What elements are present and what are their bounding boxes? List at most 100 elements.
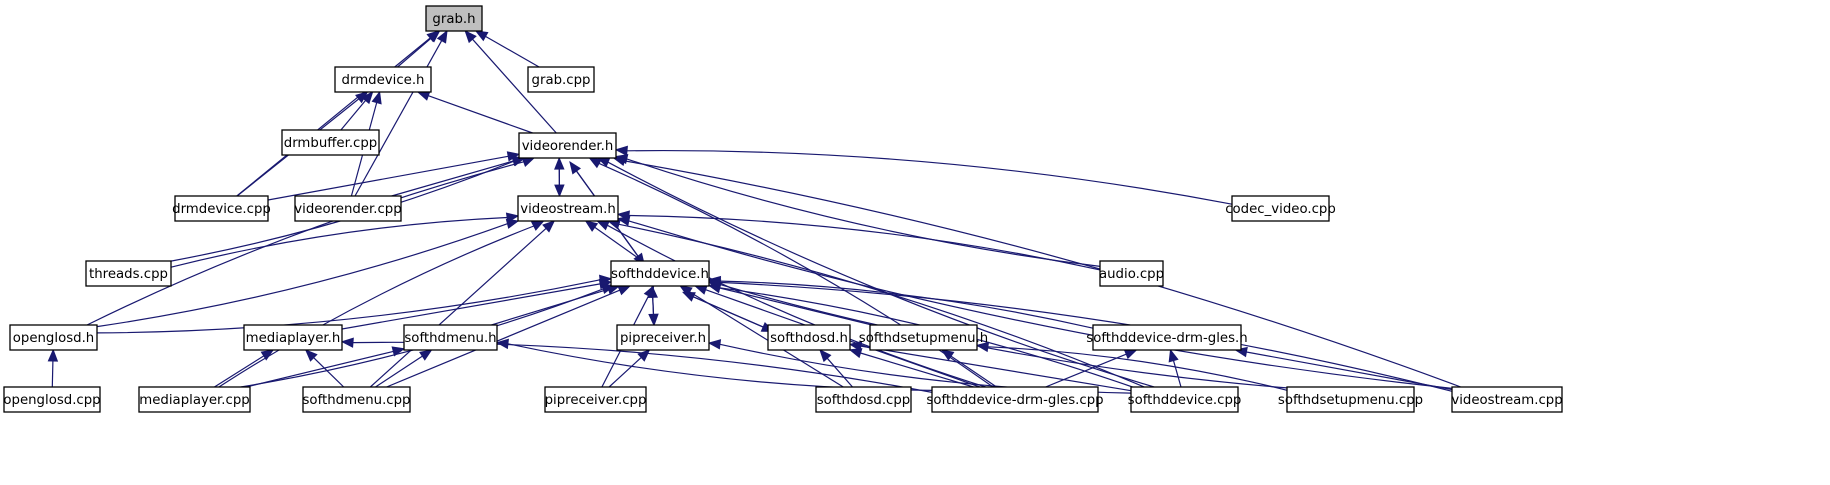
node-box bbox=[138, 386, 251, 413]
edge-line bbox=[86, 161, 524, 326]
arrowhead-icon bbox=[940, 349, 955, 361]
arrowhead-icon bbox=[554, 184, 565, 198]
node-mediaplayer-h[interactable]: mediaplayer.h bbox=[243, 324, 343, 351]
edge-line bbox=[950, 355, 997, 388]
node-label: codec_video.cpp bbox=[1225, 202, 1336, 217]
edge-line bbox=[485, 35, 540, 68]
arrowhead-icon bbox=[612, 155, 627, 167]
arrowhead-icon bbox=[707, 339, 722, 350]
arrowhead-icon bbox=[637, 349, 651, 362]
node-videorender-cpp[interactable]: videorender.cpp bbox=[294, 195, 402, 222]
nodes-layer: grab.h drmdevice.h grab.cpp drmbuffer.cpp vi… bbox=[3, 5, 1563, 413]
edge-line bbox=[218, 225, 535, 388]
node-box bbox=[517, 195, 619, 222]
node-label: softhddevice-drm-gles.h bbox=[1086, 331, 1247, 346]
edge-line bbox=[719, 287, 873, 326]
node-softhddevice-h[interactable]: softhddevice.h bbox=[610, 260, 710, 287]
node-label: softhdmenu.cpp bbox=[303, 393, 411, 408]
edge-softhdosd_cpp-to-softhdosd_h bbox=[819, 349, 853, 388]
node-grab-cpp[interactable]: grab.cpp bbox=[527, 66, 595, 93]
node-label: openglosd.cpp bbox=[3, 393, 100, 408]
edge-line bbox=[1246, 351, 1453, 391]
node-label: softhdosd.cpp bbox=[817, 393, 911, 408]
edge-videorender_h-to-drmdevice_h bbox=[416, 90, 533, 134]
arrowhead-icon bbox=[371, 90, 382, 105]
node-openglosd-cpp[interactable]: openglosd.cpp bbox=[3, 386, 101, 413]
node-softhdmenu-cpp[interactable]: softhdmenu.cpp bbox=[302, 386, 411, 413]
edge-line bbox=[96, 223, 508, 328]
edge-line bbox=[860, 352, 974, 388]
edge-drmdevice_cpp-to-grab_h bbox=[236, 30, 440, 197]
edge-line bbox=[391, 160, 514, 197]
edge-softhdosd_cpp-to-softhddevice_h bbox=[679, 285, 844, 388]
node-softhdmenu-h[interactable]: softhdmenu.h bbox=[403, 324, 498, 351]
node-threads-cpp[interactable]: threads.cpp bbox=[85, 260, 172, 287]
node-softhdosd-h[interactable]: softhdosd.h bbox=[767, 324, 851, 351]
edge-line bbox=[51, 360, 54, 388]
arrowhead-icon bbox=[542, 220, 556, 233]
edge-line bbox=[507, 343, 933, 391]
arrowhead-icon bbox=[47, 348, 59, 362]
edge-line bbox=[245, 350, 394, 388]
node-box bbox=[281, 129, 380, 156]
node-codec-video-cpp[interactable]: codec_video.cpp bbox=[1225, 195, 1336, 222]
node-box bbox=[767, 324, 851, 351]
edge-mediaplayer_h-to-softhddevice_h bbox=[341, 278, 613, 330]
edge-line bbox=[719, 281, 1453, 392]
edge-videostream_cpp-to-videostream_h bbox=[616, 215, 1453, 389]
arrowhead-icon bbox=[436, 29, 448, 44]
node-videostream-h[interactable]: videostream.h bbox=[517, 195, 619, 222]
node-label: softhddevice.cpp bbox=[1128, 393, 1242, 408]
node-softhdsetupmenu-cpp[interactable]: softhdsetupmenu.cpp bbox=[1278, 386, 1423, 413]
arrowhead-icon bbox=[848, 348, 863, 359]
edge-line bbox=[618, 223, 1145, 388]
node-videostream-cpp[interactable]: videostream.cpp bbox=[1451, 386, 1563, 413]
node-label: mediaplayer.cpp bbox=[139, 393, 249, 408]
edge-openglosd_h-to-videostream_h bbox=[96, 218, 520, 328]
node-mediaplayer-cpp[interactable]: mediaplayer.cpp bbox=[138, 386, 251, 413]
edge-line bbox=[628, 220, 1453, 389]
edge-softhddevice_drm_gles_cpp-to-videorender_h bbox=[588, 157, 994, 388]
edge-pipreceiver_cpp-to-pipreceiver_h bbox=[608, 349, 651, 388]
edge-softhddevice_drm_gles_cpp-to-softhdosd_h bbox=[848, 348, 974, 388]
node-box bbox=[334, 66, 432, 93]
node-box bbox=[527, 66, 595, 93]
edge-softhddevice_cpp-to-videostream_h bbox=[607, 219, 1145, 388]
node-softhddevice-drm-gles-cpp[interactable]: softhddevice-drm-gles.cpp bbox=[926, 386, 1104, 413]
arrowhead-icon bbox=[355, 91, 369, 104]
node-softhdosd-cpp[interactable]: softhdosd.cpp bbox=[815, 386, 912, 413]
node-drmdevice-h[interactable]: drmdevice.h bbox=[334, 66, 432, 93]
arrowhead-icon bbox=[588, 157, 603, 169]
edge-softhdmenu_cpp-to-softhdmenu_h bbox=[375, 349, 433, 388]
node-pipreceiver-cpp[interactable]: pipreceiver.cpp bbox=[544, 386, 647, 413]
node-label: pipreceiver.cpp bbox=[545, 393, 647, 408]
node-softhddevice-cpp[interactable]: softhddevice.cpp bbox=[1128, 386, 1242, 413]
edge-line bbox=[624, 160, 1462, 388]
node-softhdsetupmenu-h[interactable]: softhdsetupmenu.h bbox=[859, 324, 988, 351]
node-drmdevice-cpp[interactable]: drmdevice.cpp bbox=[172, 195, 271, 222]
node-box bbox=[1099, 260, 1164, 287]
arrowhead-icon bbox=[530, 220, 545, 231]
node-audio-cpp[interactable]: audio.cpp bbox=[1099, 260, 1164, 287]
node-box bbox=[1130, 386, 1239, 413]
node-box bbox=[3, 386, 101, 413]
edge-line bbox=[1172, 360, 1182, 388]
node-openglosd-h[interactable]: openglosd.h bbox=[9, 324, 98, 351]
node-videorender-h[interactable]: videorender.h bbox=[518, 132, 617, 159]
edge-line bbox=[375, 355, 423, 388]
edge-line bbox=[96, 279, 601, 334]
node-box bbox=[85, 260, 172, 287]
node-softhddevice-drm-gles-h[interactable]: softhddevice-drm-gles.h bbox=[1086, 324, 1248, 351]
edge-videorender_cpp-to-grab_h bbox=[354, 29, 448, 197]
edge-line bbox=[628, 214, 1101, 271]
node-pipreceiver-h[interactable]: pipreceiver.h bbox=[616, 324, 710, 351]
node-box bbox=[403, 324, 498, 351]
node-drmbuffer-cpp[interactable]: drmbuffer.cpp bbox=[281, 129, 380, 156]
node-label: softhdmenu.h bbox=[404, 331, 496, 346]
node-label: grab.h bbox=[432, 12, 475, 27]
edge-line bbox=[719, 283, 1288, 389]
edge-videorender_h-to-grab_h bbox=[464, 30, 557, 134]
edge-softhddevice_h-to-videostream_h bbox=[584, 220, 643, 262]
edge-line bbox=[472, 38, 557, 134]
